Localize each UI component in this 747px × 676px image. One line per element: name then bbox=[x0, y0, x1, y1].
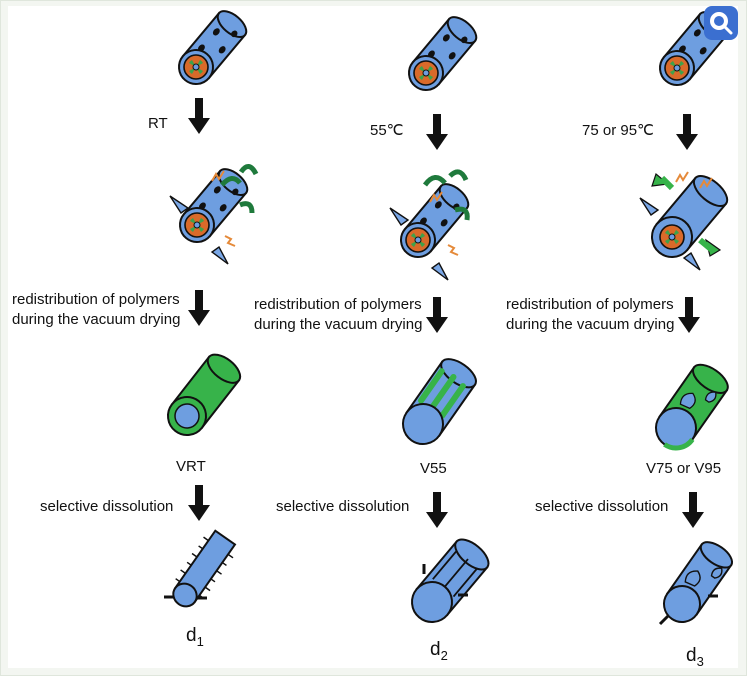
condition-label-col1: RT bbox=[148, 115, 168, 132]
fiber-icon-v75-v95 bbox=[655, 363, 729, 451]
process-step1-col1: redistribution of polymers bbox=[12, 291, 180, 308]
zoom-button[interactable] bbox=[704, 6, 738, 40]
condition-label-col2: 55℃ bbox=[370, 122, 404, 139]
fiber-icon-v55 bbox=[402, 358, 477, 445]
result-fiber-icon-d1 bbox=[164, 529, 237, 608]
column-1: RT redistribution of polymers during the… bbox=[12, 6, 259, 649]
process-step2-col1: during the vacuum drying bbox=[12, 311, 180, 328]
sample-label-col2: V55 bbox=[420, 460, 447, 477]
result-label-col1: d1 bbox=[186, 625, 204, 649]
zoom-magnifier-icon bbox=[710, 12, 733, 35]
sample-label-col3: V75 or V95 bbox=[646, 460, 721, 477]
arrow-down-icon bbox=[188, 98, 210, 134]
process-step1-col2: redistribution of polymers bbox=[254, 296, 422, 313]
fiber-drying-icon-col1 bbox=[169, 164, 259, 265]
condition-label-col3: 75 or 95℃ bbox=[582, 122, 654, 139]
result-fiber-icon-d3 bbox=[658, 541, 734, 626]
fiber-drying-icon-col3 bbox=[639, 171, 729, 271]
arrow-down-icon bbox=[678, 297, 700, 333]
arrow-down-icon bbox=[682, 492, 704, 528]
result-label-col2: d2 bbox=[430, 639, 448, 663]
process-step2-col3: during the vacuum drying bbox=[506, 316, 674, 333]
column-3: 75 or 95℃ redistribution of polymers dur… bbox=[506, 7, 734, 669]
arrow-down-icon bbox=[676, 114, 698, 150]
result-fiber-icon-d2 bbox=[411, 538, 490, 623]
process-step3-col3: selective dissolution bbox=[535, 498, 668, 515]
arrow-down-icon bbox=[188, 290, 210, 326]
arrow-down-icon bbox=[188, 485, 210, 521]
process-step1-col3: redistribution of polymers bbox=[506, 296, 674, 313]
hollow-fiber-icon-vrt bbox=[167, 353, 242, 436]
arrow-down-icon bbox=[426, 492, 448, 528]
arrow-down-icon bbox=[426, 114, 448, 150]
fiber-icon-col2-top bbox=[402, 12, 481, 97]
sample-label-col1: VRT bbox=[176, 458, 206, 475]
fiber-icon-col1-top bbox=[172, 6, 251, 91]
column-2: 55℃ redistribution of polymers during th… bbox=[254, 12, 490, 663]
diagram-panel bbox=[8, 6, 738, 668]
result-label-col3: d3 bbox=[686, 645, 704, 669]
process-step2-col2: during the vacuum drying bbox=[254, 316, 422, 333]
arrow-down-icon bbox=[426, 297, 448, 333]
fiber-drying-icon-col2 bbox=[389, 169, 473, 281]
process-step3-col1: selective dissolution bbox=[40, 498, 173, 515]
process-step3-col2: selective dissolution bbox=[276, 498, 409, 515]
